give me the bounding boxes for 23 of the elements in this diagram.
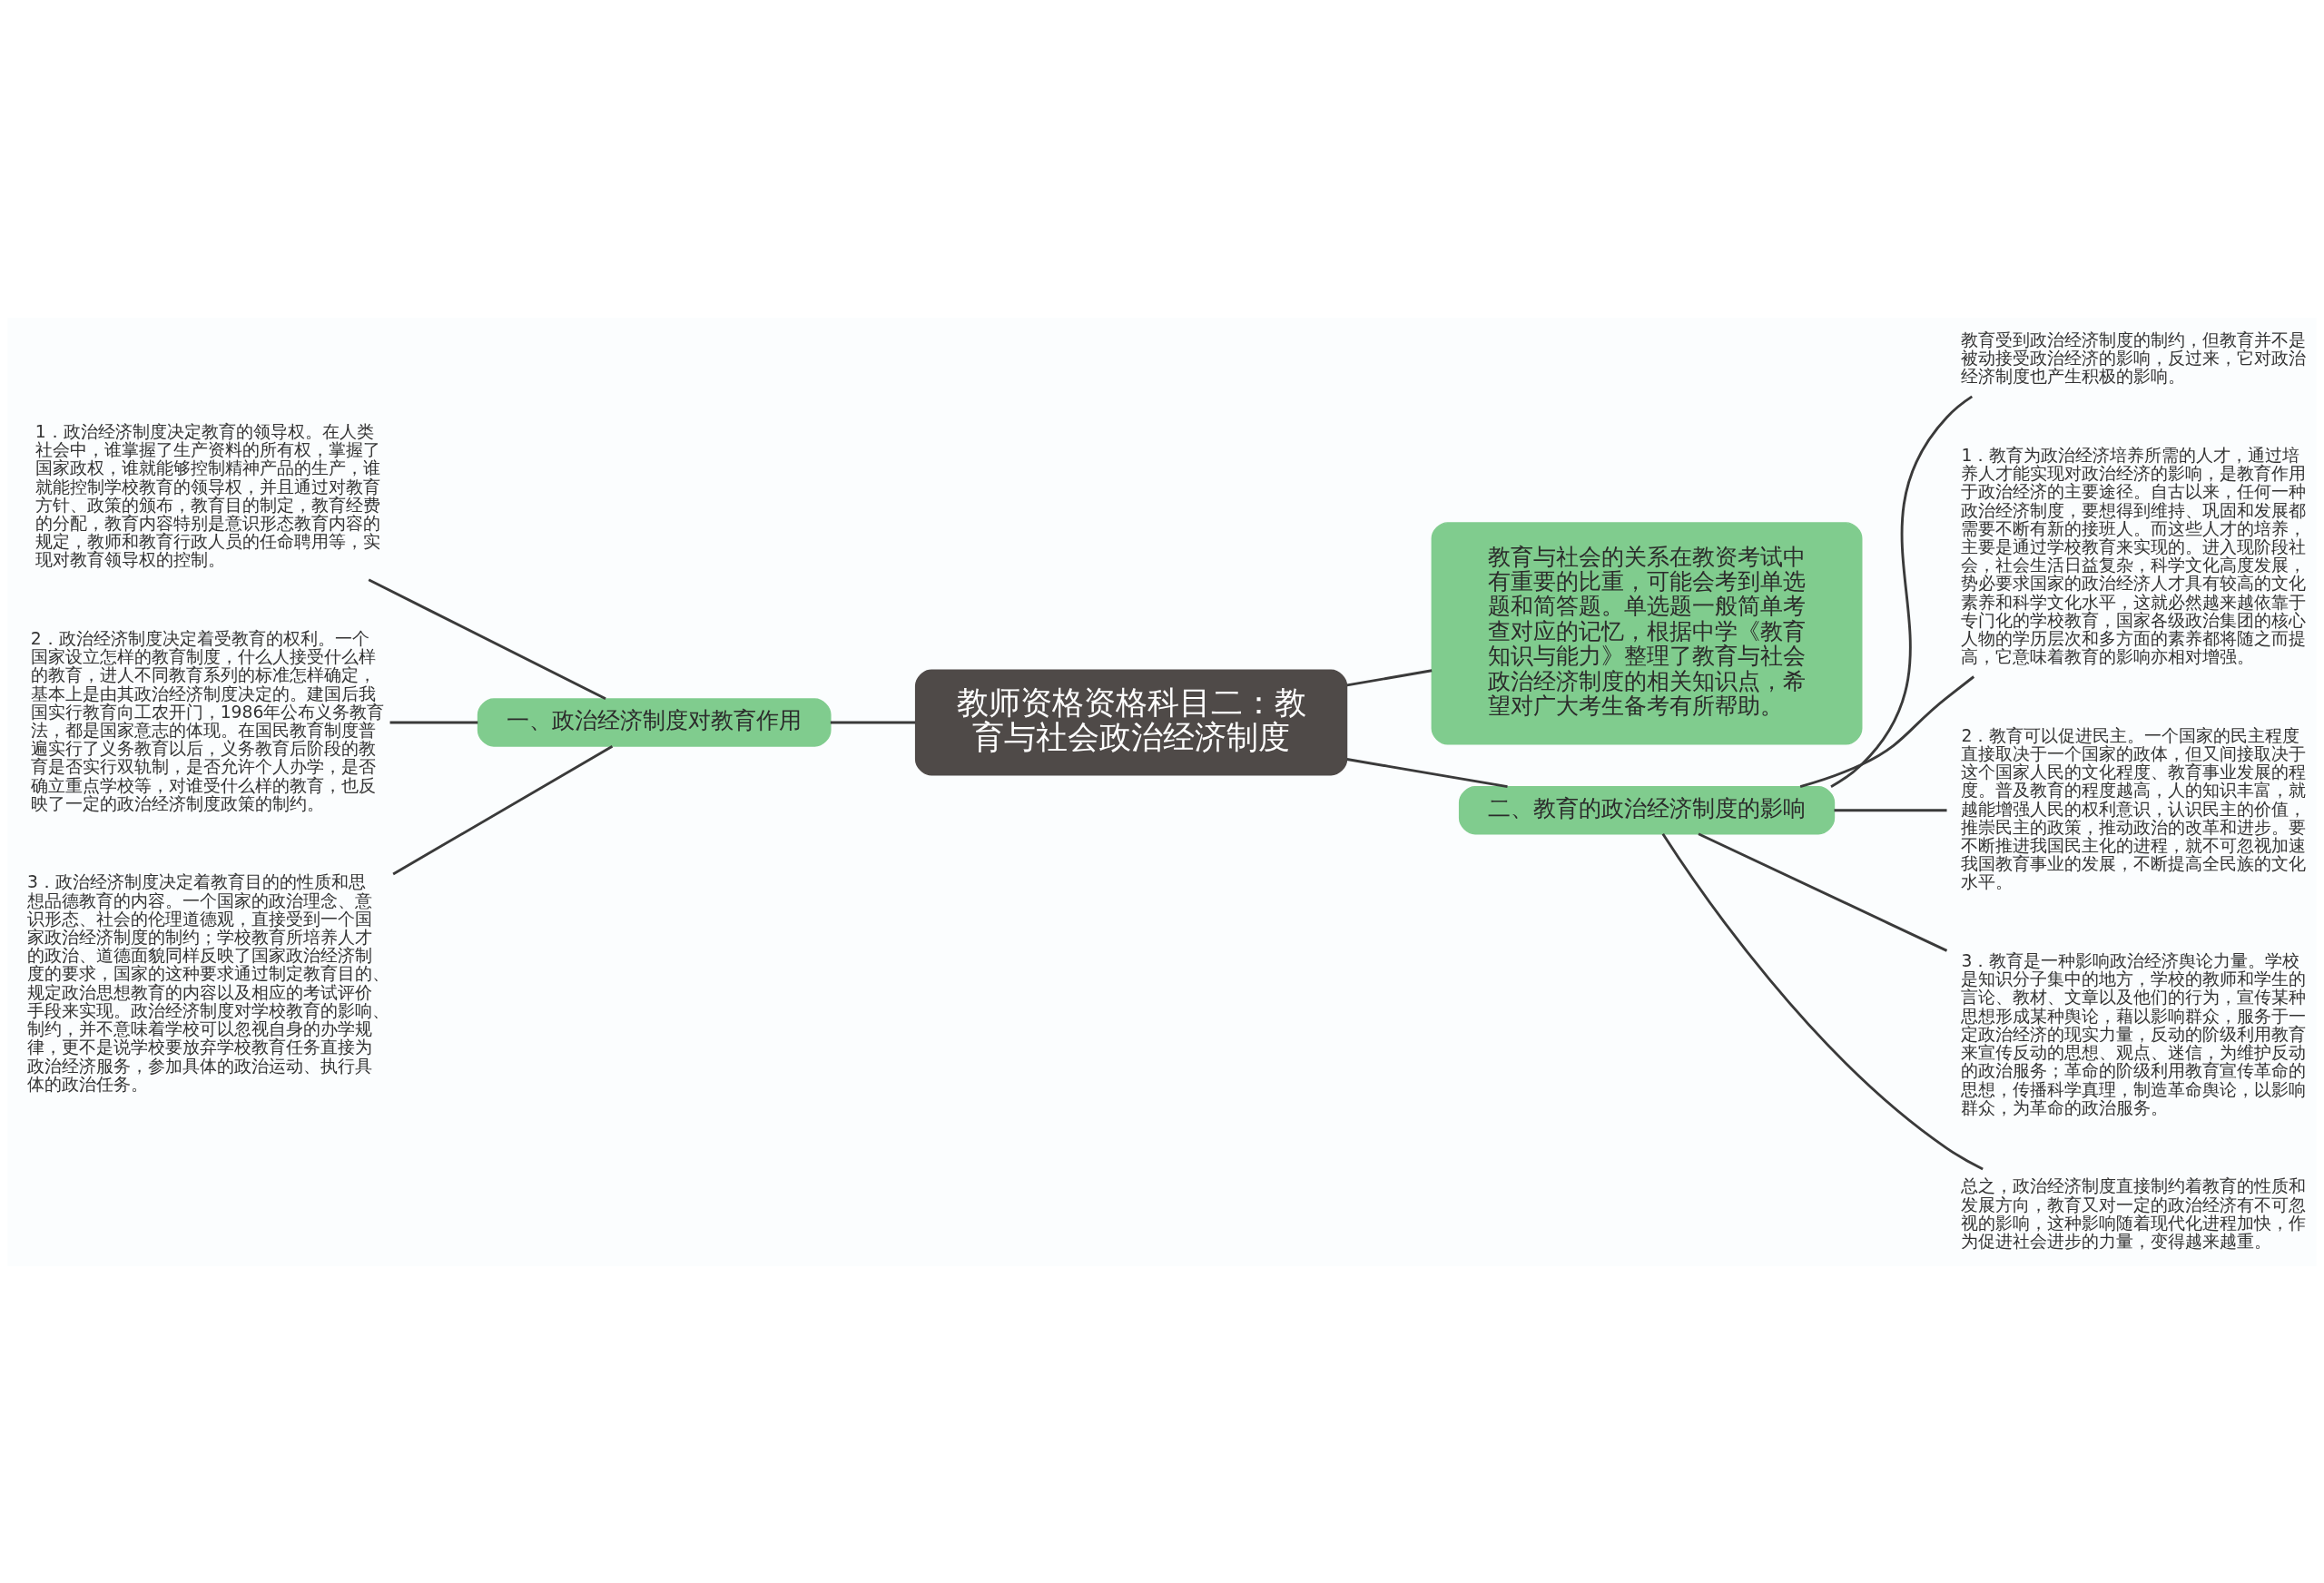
connector [389, 721, 478, 723]
node-box: 教师资格资格科目二：教育与社会政治经济制度 [914, 669, 1348, 775]
node-text: 2．教育可以促进民主。一个国家的民主程度直接取决于一个国家的政体，但又间接取决于这个国家人民的文化程度、教育事业发展的程度。普及教育的程度越高，人的知识丰富，就越能增强人民的权利意识，认识民主的价值，推崇民主的政策，推动政治的改革和进步。要不断推进我国民主化的进程，就不可忽视加速我国教育事业的发展，不断提高全民族的文化水平。 [1961, 725, 2307, 891]
node-text: 3．政治经济制度决定着教育目的的性质和思想品德教育的内容。一个国家的政治理念、意识形态、社会的伦理道德观，直接受到一个国家政治经济制度的制约；学校教育所培养人才的政治、道德面貌同样反映了国家政治经济制度的要求，国家的这种要求通过制定教育目的、规定政治思想教育的内容以及相应的考试评价手段来实现。政治经济制度对学校教育的影响、制约，并不意味着学校可以忽视自身的办学规律，更不是说学校要放弃学校教育任务直接为政治经济服务，参加具体的政治运动、执行具体的政治任务。 [27, 871, 390, 1094]
node-box: 二、教育的政治经济制度的影响 [1458, 785, 1836, 834]
node-text: 教育受到政治经济制度的制约，但教育并不是被动接受政治经济的影响，反过来，它对政治经济制度也产生积极的影响。 [1961, 329, 2307, 386]
node-box: 教育与社会的关系在教资考试中有重要的比重，可能会考到单选题和简答题。单选题一般简单考查对应的记忆，根据中学《教育知识与能力》整理了教育与社会政治经济制度的相关知识点，希望对广大考生备考有所帮助。 [1431, 521, 1863, 745]
node-text: 2．政治经济制度决定着受教育的权利。一个国家设立怎样的教育制度，什么人接受什么样的教育，进人不同教育系列的标准怎样确定，基本上是由其政治经济制度决定的。建国后我国实行教育向工农开门，1986年公布义务教育法，都是国家意志的体现。在国民教育制度普遍实行了义务教育以后，义务教育后阶段的教育是否实行双轨制，是否允许个人办学，是否确立重点学校等，对谁受什么样的教育，也反映了一定的政治经济制度政策的制约。 [30, 628, 385, 813]
node-text: 1．政治经济制度决定教育的领导权。在人类社会中，谁掌握了生产资料的所有权，掌握了国家政权，谁就能够控制精神产品的生产，谁就能控制学校教育的领导权，并且通过对教育方针、政策的颁布，教育目的制定，教育经费的分配，教育内容特别是意识形态教育内容的规定，教师和教育行政人员的任命聘用等，实现对教育领导权的控制。 [34, 421, 380, 569]
connector [1830, 395, 1974, 788]
node-text: 3．教育是一种影响政治经济舆论力量。学校是知识分子集中的地方，学校的教师和学生的言论、教材、文章以及他们的行为，宣传某种思想形成某种舆论，藉以影响群众，服务于一定政治经济的现实力量，反动的阶级利用教育来宣传反动的思想、观点、迷信，为维护反动的政治服务；革命的阶级利用教育宣传革命的思想，传播科学真理，制造革命舆论，以影响群众，为革命的政治服务。 [1961, 950, 2307, 1117]
connector [830, 721, 916, 723]
connector [1834, 808, 1947, 811]
node-text: 总之，政治经济制度直接制约着教育的性质和发展方向，教育又对一定的政治经济有不可忽视的影响，这种影响随着现代化进程加快，作为促进社会进步的力量，变得越来越重。 [1961, 1175, 2307, 1251]
connector [392, 744, 614, 875]
node-box: 一、政治经济制度对教育作用 [477, 697, 832, 747]
connector [1346, 668, 1433, 686]
connector [1799, 674, 1975, 788]
connector [1698, 832, 1948, 952]
connector [1661, 832, 1984, 1170]
node-text: 1．教育为政治经济培养所需的人才，通过培养人才能实现对政治经济的影响，是教育作用于政治经济的主要途径。自古以来，任何一种政治经济制度，要想得到维持、巩固和发展都需要不断有新的接班人。而这些人才的培养，主要是通过学校教育来实现的。进入现阶段社会，社会生活日益复杂，科学文化高度发展，势必要求国家的政治经济人才具有较高的文化素养和科学文化水平，这就必然越来越依靠于专门化的学校教育，国家各级政治集团的核心人物的学历层次和多方面的素养都将随之而提高，它意味着教育的影响亦相对增强。 [1961, 445, 2307, 666]
connector [368, 578, 606, 700]
connector [1346, 757, 1508, 788]
